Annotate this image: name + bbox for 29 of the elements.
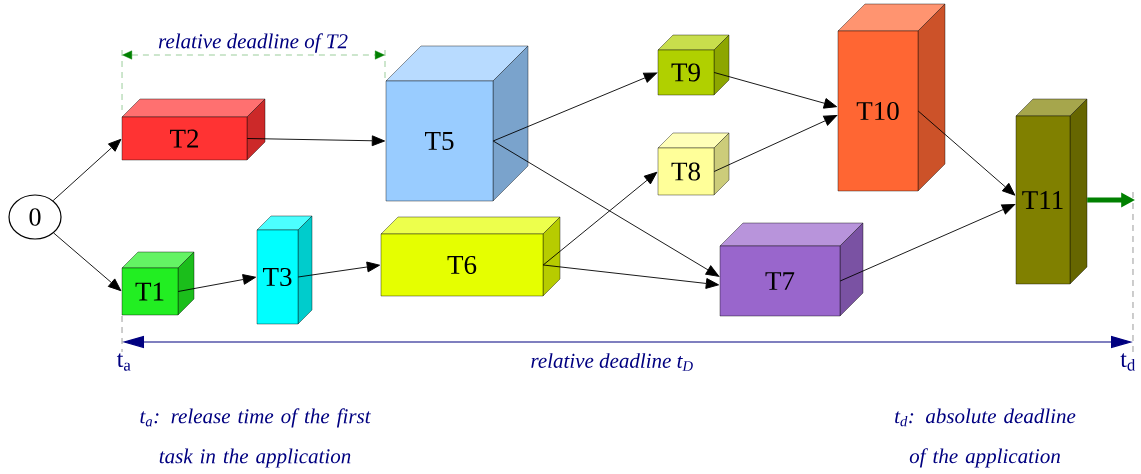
task-box: T2 <box>121 98 266 161</box>
arrow <box>177 274 257 292</box>
task-box: T1 <box>121 251 195 316</box>
arrow <box>713 115 838 172</box>
deadline-label: relative deadline of T2 <box>158 33 348 53</box>
task-box: T11 <box>1015 98 1088 285</box>
arrow <box>713 72 838 109</box>
arrow <box>52 138 122 201</box>
arrow <box>246 135 386 147</box>
deadline-label: t$_{a}$ <box>116 353 131 371</box>
arrow <box>492 140 720 277</box>
task-box: T3 <box>256 215 313 325</box>
arrow <box>917 110 1016 196</box>
arrow <box>297 261 381 278</box>
task-box: T8 <box>657 132 730 196</box>
deadline-label: t$_{d}$: absolute deadline of the application <box>895 408 1076 468</box>
arrow <box>542 264 720 289</box>
arrow <box>53 232 122 292</box>
deadline-label: relative deadline t$_{D}$ <box>531 353 693 371</box>
task-box: T7 <box>719 222 864 317</box>
arrow <box>492 72 658 142</box>
task-box: T10 <box>837 3 946 192</box>
task-box: T6 <box>380 216 561 297</box>
task-box: T5 <box>385 45 529 202</box>
arrow <box>542 171 658 266</box>
deadline-label: t$_{a}$: release time of the first task in the application <box>140 408 371 468</box>
arrow <box>839 204 1016 282</box>
task-box: T9 <box>657 34 730 96</box>
deadline-label: t$_{d}$ <box>1120 353 1136 371</box>
